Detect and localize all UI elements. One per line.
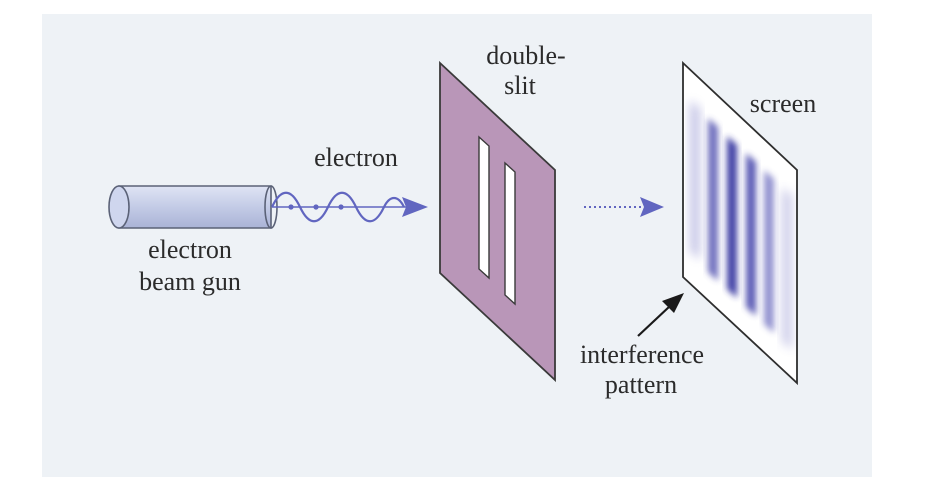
wave-arrow-icon (271, 191, 428, 223)
fringe-4 (746, 153, 756, 316)
screen-border (682, 60, 798, 386)
electron-dot-2 (313, 204, 319, 210)
gun-label-line1: electron (148, 235, 232, 264)
screen (682, 60, 798, 386)
propagation-arrowhead (640, 197, 664, 217)
gun-back-cap (108, 185, 130, 229)
electron-beam-gun (108, 185, 278, 229)
pattern-pointer-line (637, 305, 671, 337)
slit-plate (439, 60, 556, 383)
slit-label-line2: slit (504, 71, 537, 100)
pattern-label-line2: pattern (605, 370, 677, 399)
electron-label: electron (314, 143, 398, 172)
slit-lower (504, 161, 516, 306)
screen-label: screen (750, 89, 816, 118)
fringe-6 (782, 187, 792, 350)
electron-arrowhead (402, 197, 428, 217)
fringe-2 (708, 118, 718, 281)
gun-body (118, 185, 272, 229)
fringe-5 (764, 170, 774, 333)
fringe-1 (690, 100, 700, 260)
pattern-pointer-head (662, 293, 684, 313)
electron-dot-3 (338, 204, 344, 210)
interference-fringes (690, 100, 792, 350)
slit-label-line1: double- (486, 41, 565, 70)
gun-label-line2: beam gun (139, 267, 241, 296)
electron-wave (271, 191, 405, 223)
slit-upper (478, 135, 490, 280)
fringe-3 (727, 136, 737, 298)
double-slit-plate (439, 60, 556, 383)
arrow-icon (637, 293, 684, 337)
pattern-label-line1: interference (580, 340, 704, 369)
propagation-arrow (584, 197, 664, 217)
electron-dot-1 (288, 204, 294, 210)
